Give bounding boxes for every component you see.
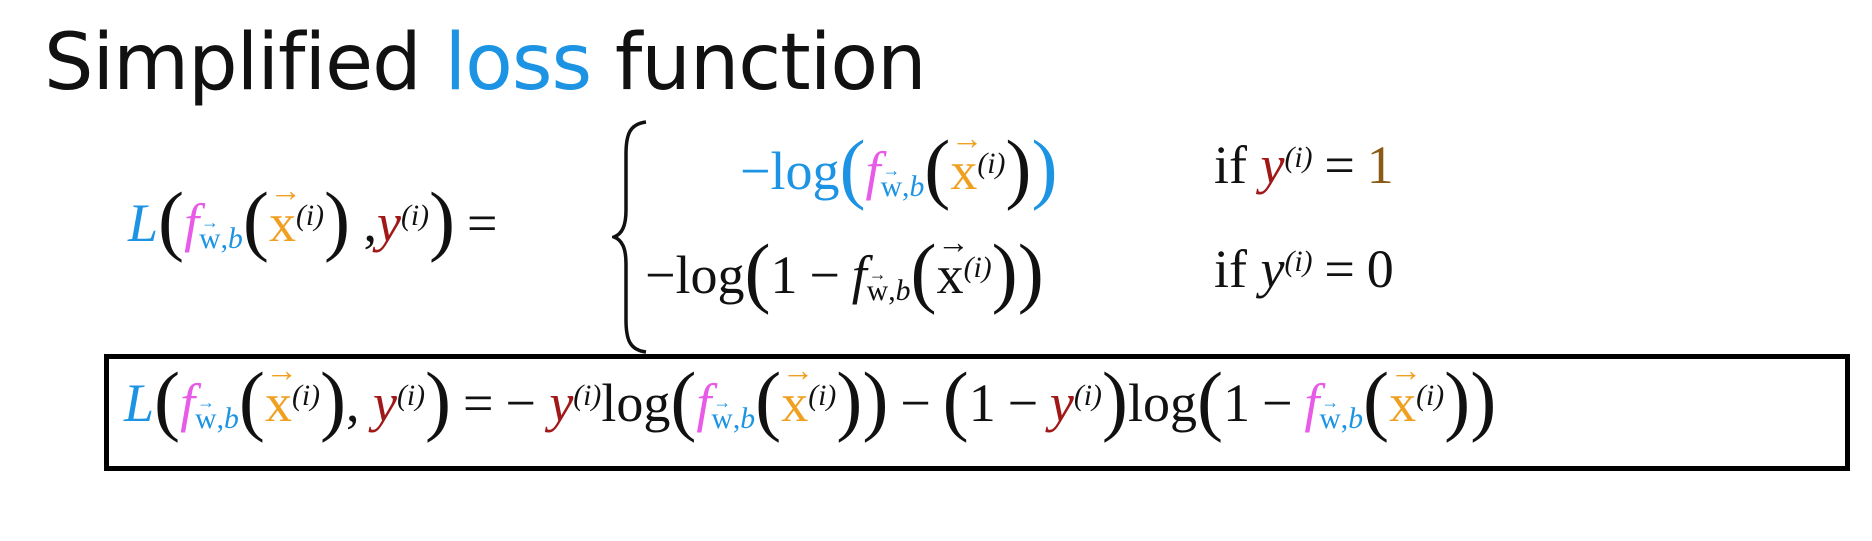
f-symbol: f bbox=[184, 193, 200, 253]
piecewise-brace-icon bbox=[612, 120, 647, 354]
case-1-expression: −log(fw,b(x(i))) bbox=[740, 123, 1058, 206]
case-1-condition: if y(i)=1 bbox=[1214, 135, 1394, 195]
slide-title: Simplified loss function bbox=[44, 18, 927, 108]
x-vector: x bbox=[269, 175, 296, 254]
y-symbol: y bbox=[377, 193, 402, 253]
equals-sign: = bbox=[467, 193, 498, 253]
simplified-formula: L(fw,b(x(i)), y(i))=− y(i)log(fw,b(x(i))… bbox=[124, 355, 1496, 438]
neg-log: −log bbox=[740, 141, 840, 201]
title-part-simplified: Simplified bbox=[44, 18, 445, 108]
value-one: 1 bbox=[1366, 135, 1394, 195]
piecewise-lhs: L(fw,b(x(i)) ,y(i))= bbox=[128, 175, 509, 258]
f-subscript: w,b bbox=[199, 214, 243, 255]
paren-open: ( bbox=[158, 175, 185, 263]
simplified-formula-box bbox=[104, 354, 1850, 471]
case-2-condition: if y(i)=0 bbox=[1214, 239, 1394, 299]
case-2-expression: −log(1−fw,b(x(i))) bbox=[645, 227, 1044, 310]
title-part-loss: loss bbox=[444, 18, 592, 108]
title-part-function: function bbox=[591, 18, 927, 108]
value-zero: 0 bbox=[1366, 239, 1394, 299]
loss-symbol: L bbox=[128, 193, 159, 253]
